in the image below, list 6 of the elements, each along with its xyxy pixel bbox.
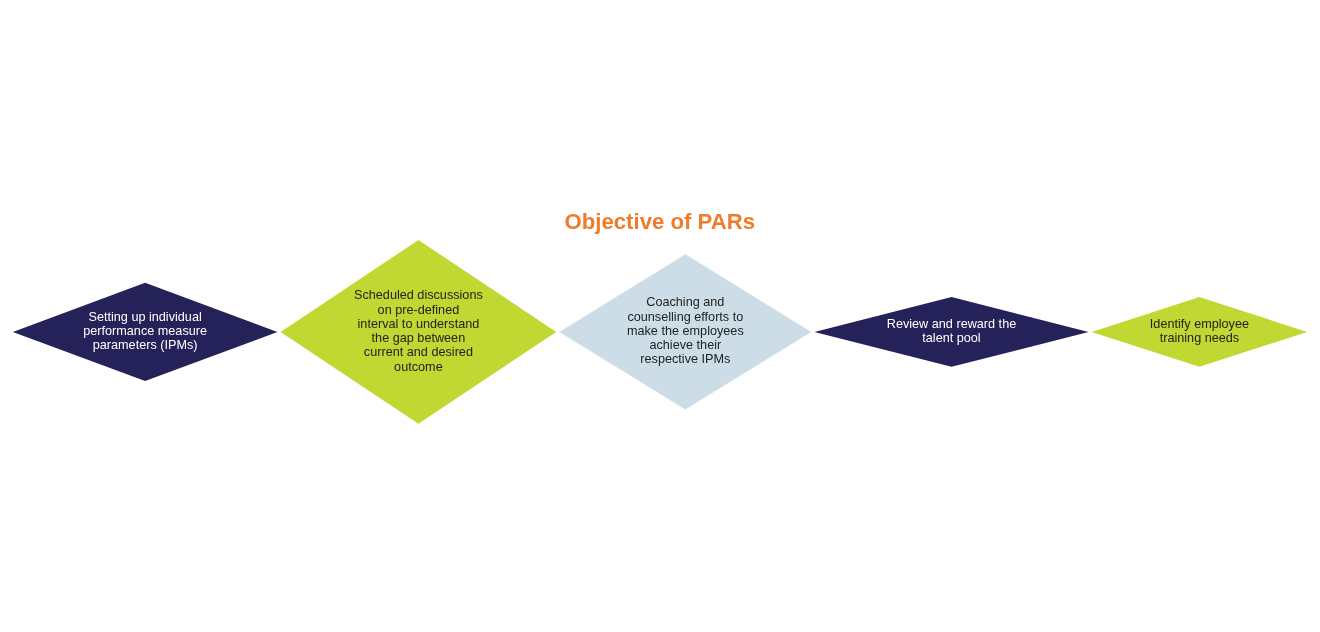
node-diamond: Setting up individual performance measure parameters (IPMs) <box>12 282 278 381</box>
node-diamond: Scheduled discussions on pre-defined interval to understand the gap between current and desired outcome <box>280 239 557 424</box>
node-diamond: Identify employee training needs <box>1091 296 1308 367</box>
diagram-title: Objective of PARs <box>564 208 755 234</box>
node-diamond: Coaching and counselling efforts to make the employees achieve their respective IPMs <box>559 253 812 410</box>
node-diamond: Review and reward the talent pool <box>814 296 1089 367</box>
